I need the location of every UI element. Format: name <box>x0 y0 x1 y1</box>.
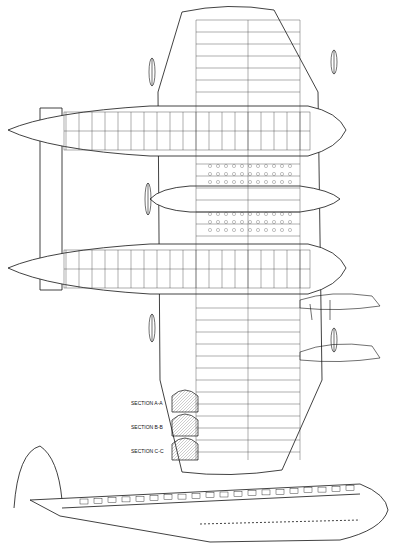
propellers <box>145 50 337 352</box>
upper-hull <box>8 106 346 156</box>
wing-outline <box>158 6 322 474</box>
detail-insets <box>300 294 380 362</box>
lower-hull <box>8 244 346 294</box>
side-view <box>14 446 388 542</box>
section-label: SECTION B-B <box>130 425 164 431</box>
center-nacelle <box>150 186 340 212</box>
cross-sections <box>172 390 198 460</box>
section-label: SECTION A-A <box>130 401 164 407</box>
section-label: SECTION C-C <box>130 449 165 455</box>
